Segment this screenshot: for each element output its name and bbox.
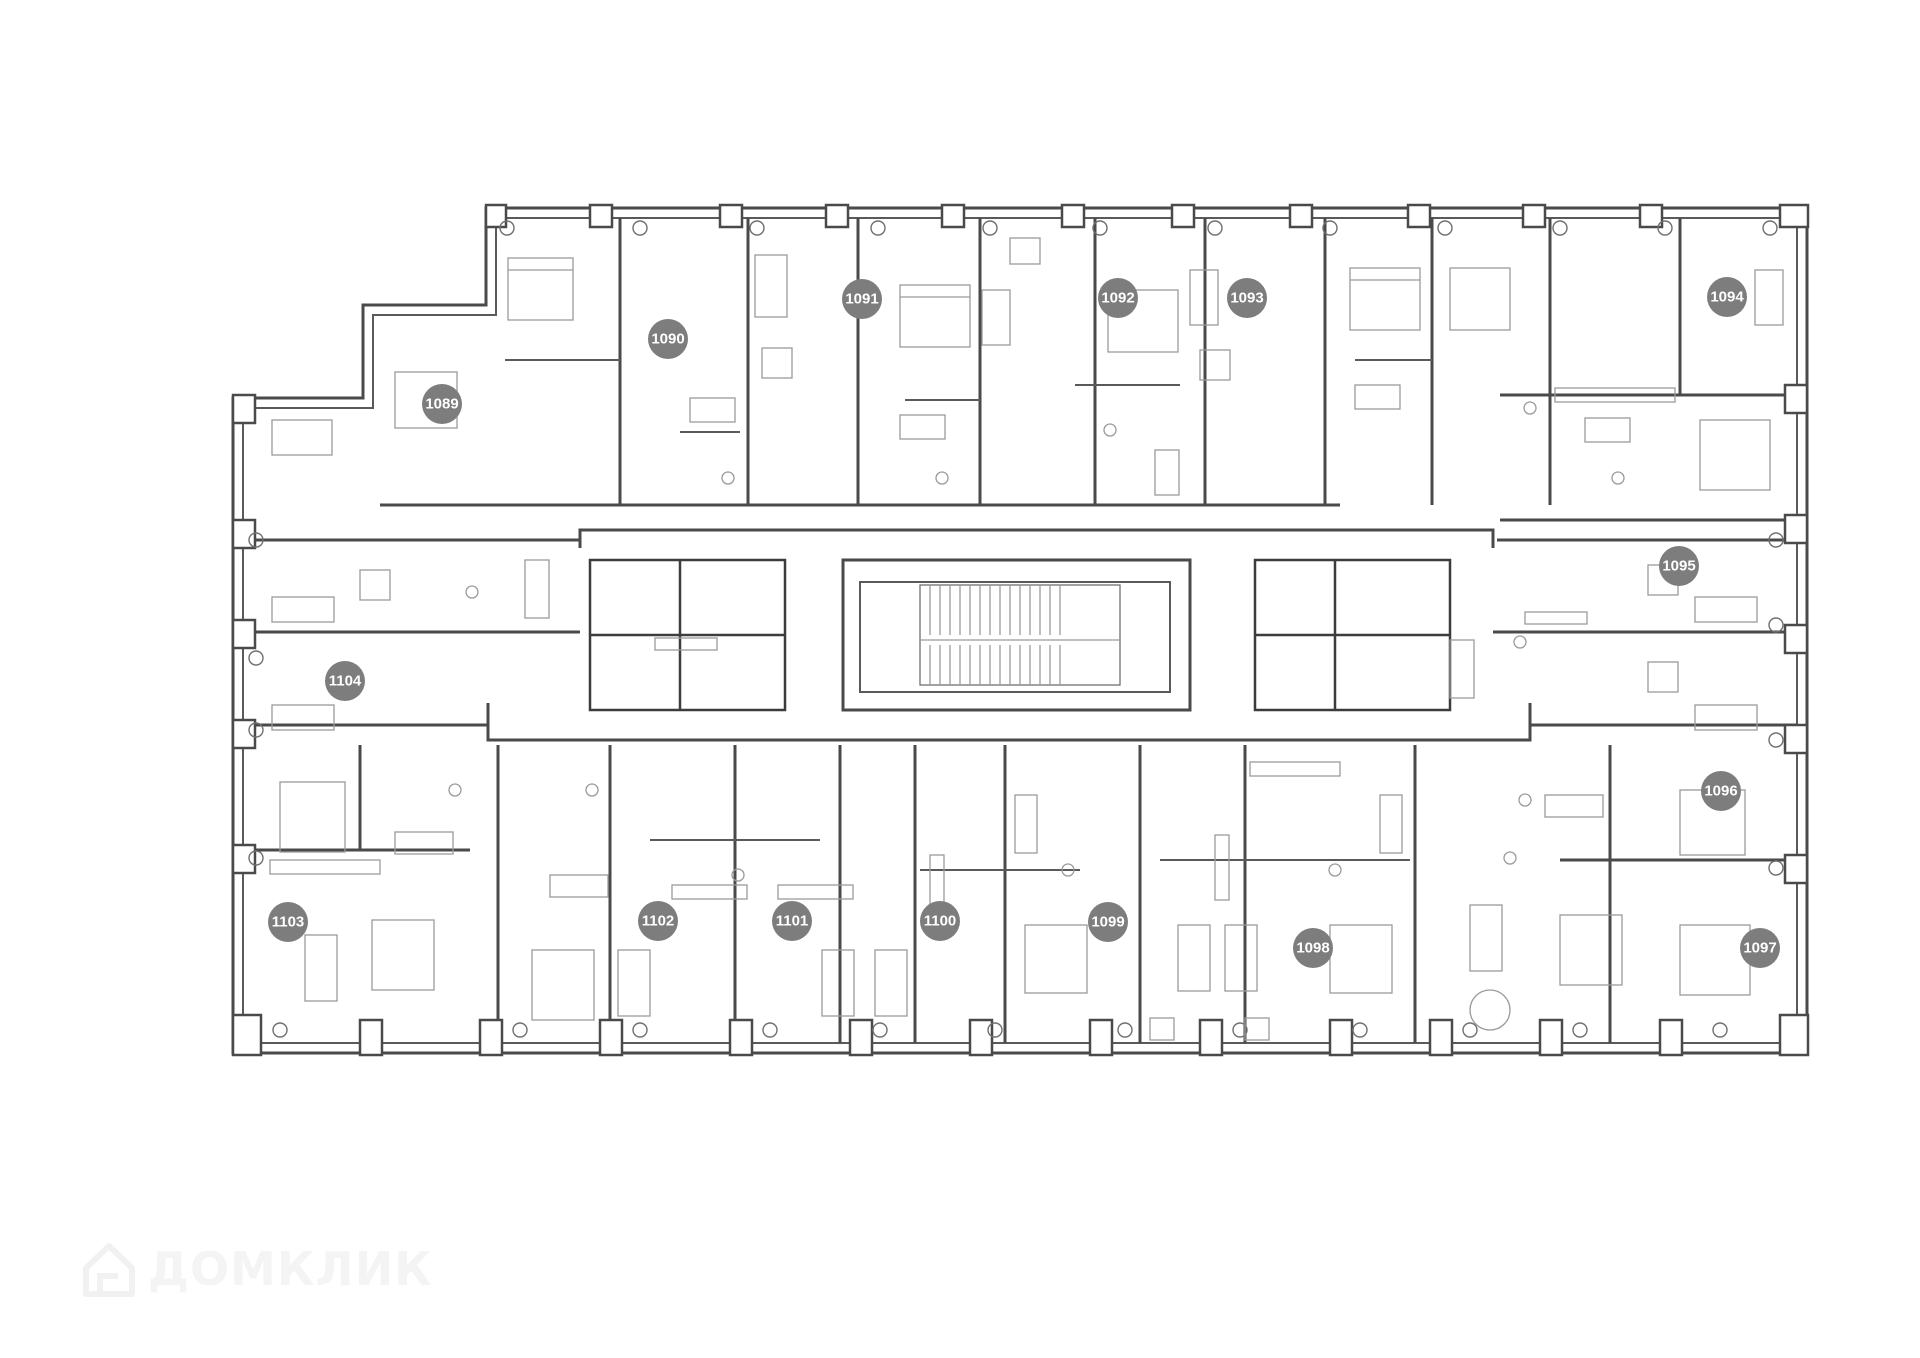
apartment-badge-1096[interactable]: 1096 (1701, 771, 1741, 811)
svg-text:1091: 1091 (845, 291, 878, 308)
building-core (588, 558, 1452, 712)
house-logo-icon (83, 1243, 135, 1297)
apartment-badge-1101[interactable]: 1101 (772, 901, 812, 941)
svg-text:1104: 1104 (329, 673, 362, 690)
apartment-badge-1090[interactable]: 1090 (648, 319, 688, 359)
svg-text:1096: 1096 (1704, 783, 1737, 800)
apartment-badge-1091[interactable]: 1091 (842, 279, 882, 319)
partitions-top (380, 218, 1797, 522)
apartment-badge-1103[interactable]: 1103 (268, 902, 308, 942)
svg-text:1101: 1101 (776, 913, 809, 930)
apartment-badge-1093[interactable]: 1093 (1227, 278, 1267, 318)
watermark: ДОМКЛИК (78, 1238, 433, 1300)
partitions-bottom (243, 538, 1797, 1043)
svg-text:1094: 1094 (1710, 289, 1744, 306)
apartment-badge-1098[interactable]: 1098 (1293, 928, 1333, 968)
svg-text:1093: 1093 (1230, 290, 1263, 307)
svg-text:1102: 1102 (642, 913, 675, 930)
furniture (269, 237, 1784, 1041)
svg-text:1098: 1098 (1296, 940, 1329, 957)
apartment-badge-1095[interactable]: 1095 (1659, 546, 1699, 586)
apartment-badge-1092[interactable]: 1092 (1098, 278, 1138, 318)
svg-text:1092: 1092 (1101, 290, 1134, 307)
apartment-badge-1097[interactable]: 1097 (1740, 928, 1780, 968)
apartment-badge-1094[interactable]: 1094 (1707, 277, 1747, 317)
apartment-badge-1089[interactable]: 1089 (422, 384, 462, 424)
apartment-badge-1102[interactable]: 1102 (638, 901, 678, 941)
svg-text:1097: 1097 (1743, 940, 1776, 957)
svg-text:1103: 1103 (272, 914, 305, 931)
svg-text:1100: 1100 (924, 913, 957, 930)
svg-text:1095: 1095 (1662, 558, 1695, 575)
apartment-badges: 1089 1090 1091 1092 1093 1094 1095 1096 … (268, 277, 1780, 968)
perimeter-columns (231, 203, 1810, 1057)
apartment-badge-1104[interactable]: 1104 (325, 661, 365, 701)
svg-text:1089: 1089 (425, 396, 458, 413)
planter-icons (248, 220, 1784, 1038)
apartment-badge-1099[interactable]: 1099 (1088, 902, 1128, 942)
watermark-text: ДОМКЛИК (148, 1242, 433, 1296)
apartment-badge-1100[interactable]: 1100 (920, 901, 960, 941)
staircase-steps (920, 585, 1120, 685)
svg-text:1099: 1099 (1091, 914, 1124, 931)
svg-text:1090: 1090 (651, 331, 684, 348)
